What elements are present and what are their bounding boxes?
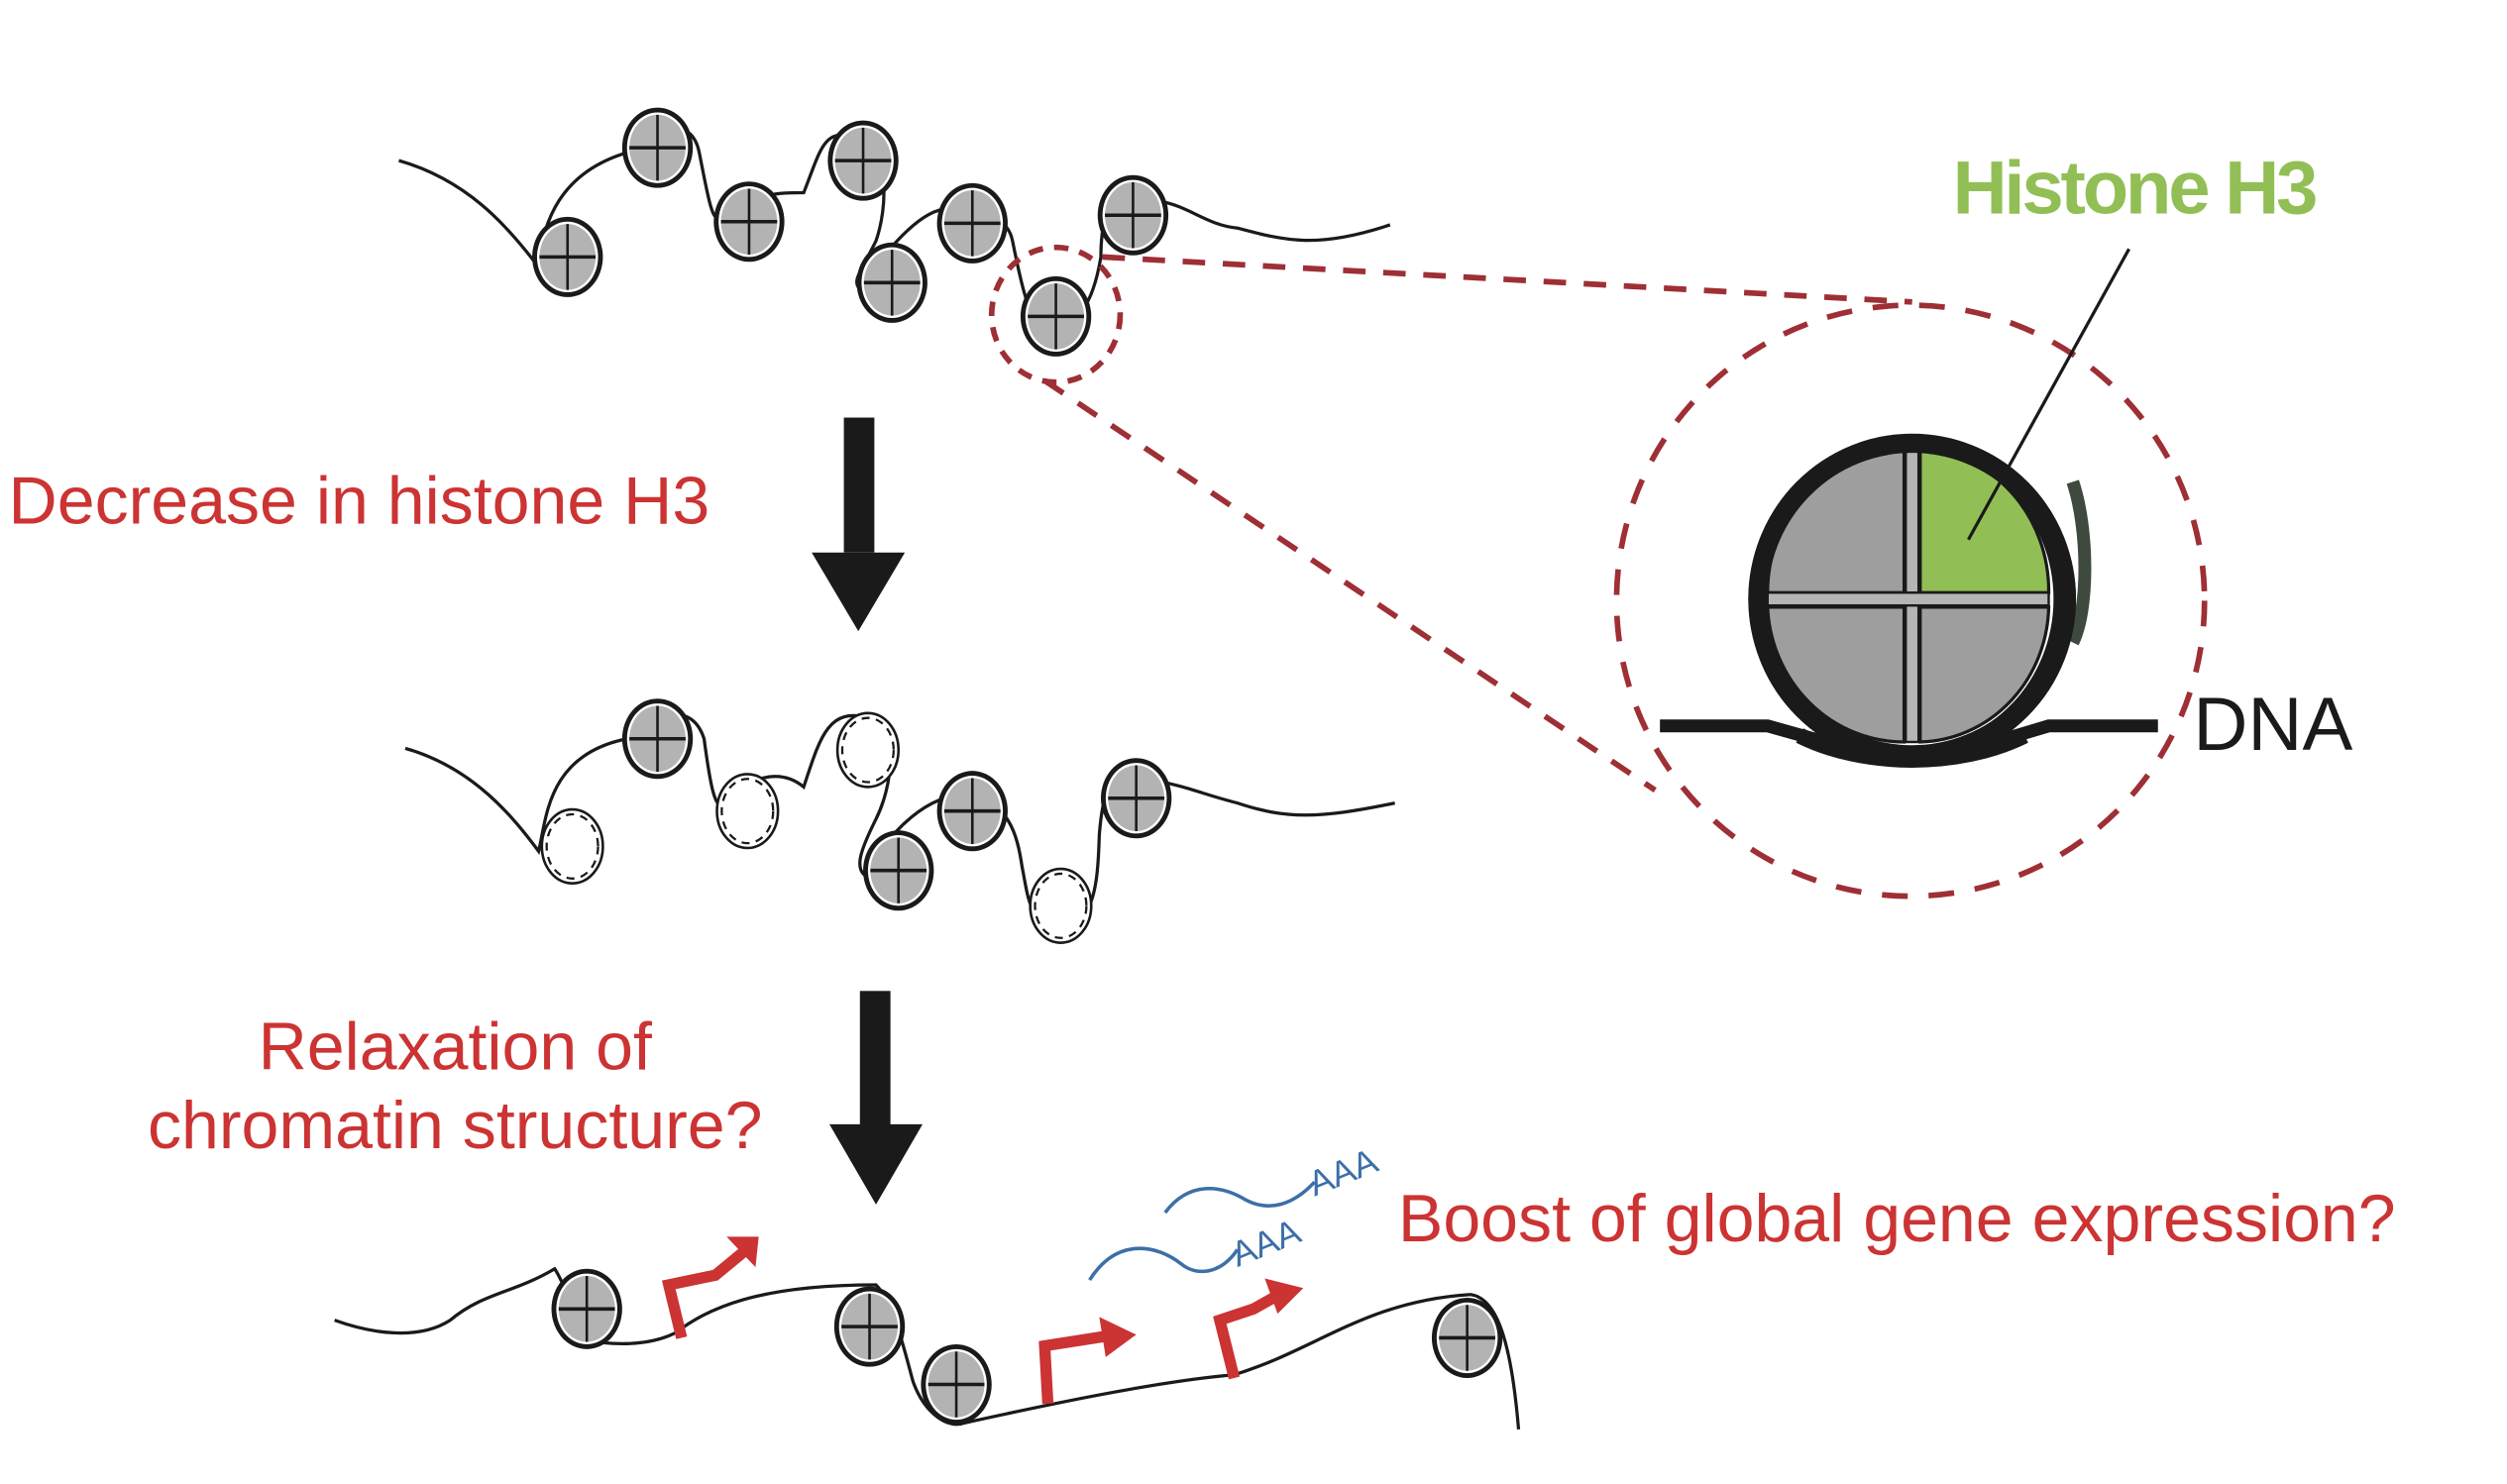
nucleosome <box>825 118 901 203</box>
nucleosome-missing <box>835 711 901 789</box>
nucleosome <box>919 1342 994 1427</box>
nucleosome <box>620 696 695 782</box>
dna-label: DNA <box>2193 683 2352 767</box>
zoom-highlight-circle <box>988 244 1124 385</box>
mrna-transcript: AAA <box>1088 1212 1306 1282</box>
nucleosome <box>1019 274 1094 359</box>
histone-h3-label: Histone H3 <box>1953 147 2316 231</box>
step1-label: Decrease in histone H3 <box>9 464 710 539</box>
zoom-connector <box>1042 254 2208 900</box>
nucleosome-missing <box>1029 867 1093 944</box>
nucleosome <box>549 1266 624 1351</box>
nucleosome <box>854 241 929 325</box>
nucleosome <box>1430 1296 1505 1380</box>
nucleosome <box>1095 172 1170 258</box>
step2-label-line1: Relaxation of <box>259 1009 653 1085</box>
mrna-transcript: AAA <box>1163 1140 1383 1215</box>
transcription-start-arrow <box>1213 1278 1304 1380</box>
nucleosome <box>1099 756 1174 841</box>
nucleosome-detail: Histone H3 DNA <box>1660 147 2352 768</box>
row-compact-chromatin <box>398 105 1391 385</box>
row-relaxed-chromatin: AAA AAA <box>334 1140 1521 1431</box>
row-depleted-chromatin <box>404 696 1395 944</box>
nucleosome <box>861 828 936 913</box>
nucleosome <box>530 215 605 299</box>
histone-quadrant <box>1918 605 2051 744</box>
polya-tail: AAA <box>1303 1140 1383 1204</box>
nucleosome <box>620 105 695 190</box>
nucleosome <box>832 1284 907 1369</box>
transcription-start-arrow <box>661 1236 759 1339</box>
nucleosome <box>711 179 787 265</box>
zoom-detail-circle <box>1613 302 2208 900</box>
arrow-down-2 <box>829 991 924 1205</box>
outcome-label: Boost of global gene expression? <box>1398 1181 2396 1256</box>
histone-h3-pointer <box>1967 248 2130 541</box>
transcription-start-arrow <box>1038 1317 1137 1405</box>
polya-tail: AAA <box>1226 1212 1306 1275</box>
step2-label-line2: chromatin structure? <box>148 1088 763 1163</box>
nucleosome <box>934 769 1010 854</box>
nucleosome-missing <box>540 807 604 885</box>
nucleosome-missing <box>715 773 780 850</box>
nucleosome <box>934 181 1010 265</box>
arrow-down-1 <box>812 417 906 632</box>
